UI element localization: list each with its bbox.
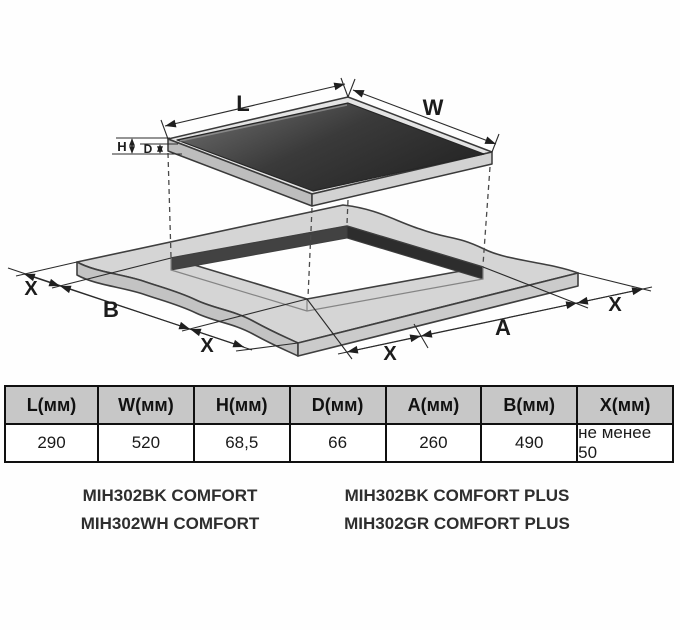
model-list-right-column: MIH302BK COMFORT PLUS MIH302GR COMFORT P… [337,482,577,538]
dimension-label-A: A [495,315,511,340]
table-value-H: 68,5 [194,425,289,461]
model-name: MIH302BK COMFORT [82,486,258,505]
dimension-label-L: L [236,91,249,116]
table-value-A: 260 [386,425,481,461]
model-name: MIH302GR COMFORT PLUS [344,514,570,533]
hob-side-right [311,151,493,207]
table-value-L: 290 [6,425,97,461]
dimension-label-X-left: X [24,278,38,300]
table-header-L: L(мм) [6,387,97,423]
dimension-label-B: B [103,297,119,322]
dimension-H-D: H D [112,137,182,156]
table-header-X: X(мм) [578,387,672,423]
dimension-L: L [160,77,349,140]
dimension-left-assembly: X B X [7,257,308,357]
table-value-D: 66 [290,425,385,461]
table-header-D: D(мм) [290,387,385,423]
projection-line-back [346,199,349,225]
dimension-label-D: D [144,142,153,156]
installation-diagram: L W H D X B X [7,77,653,365]
model-name: MIH302BK COMFORT PLUS [344,486,570,505]
dimension-label-X-bottom-right: X [383,343,397,365]
dimension-label-H: H [117,139,126,154]
cutout-bottom-edge [170,258,484,312]
table-value-W: 520 [99,425,193,461]
projection-line-right [482,166,491,266]
dimension-right-assembly: X A X [306,266,653,365]
hob [167,96,493,207]
table-header-B: B(мм) [482,387,577,423]
model-name: MIH302WH COMFORT [80,514,260,533]
dimension-label-X-bottom-left: X [200,335,214,357]
dimensions-table: L(мм) W(мм) H(мм) D(мм) A(мм) B(мм) X(мм… [4,385,674,463]
dimension-label-W: W [423,95,444,120]
table-header-A: A(мм) [386,387,481,423]
projection-lines [167,152,491,298]
model-list-left-column: MIH302BK COMFORT MIH302WH COMFORT [60,482,280,538]
table-value-X: не менее 50 [578,423,672,462]
table-header-W: W(мм) [99,387,193,423]
table-value-B: 490 [482,425,577,461]
table-header-H: H(мм) [194,387,289,423]
dimension-label-X-right: X [608,294,622,316]
dimension-W: W [347,78,500,153]
projection-line-front [307,207,313,298]
